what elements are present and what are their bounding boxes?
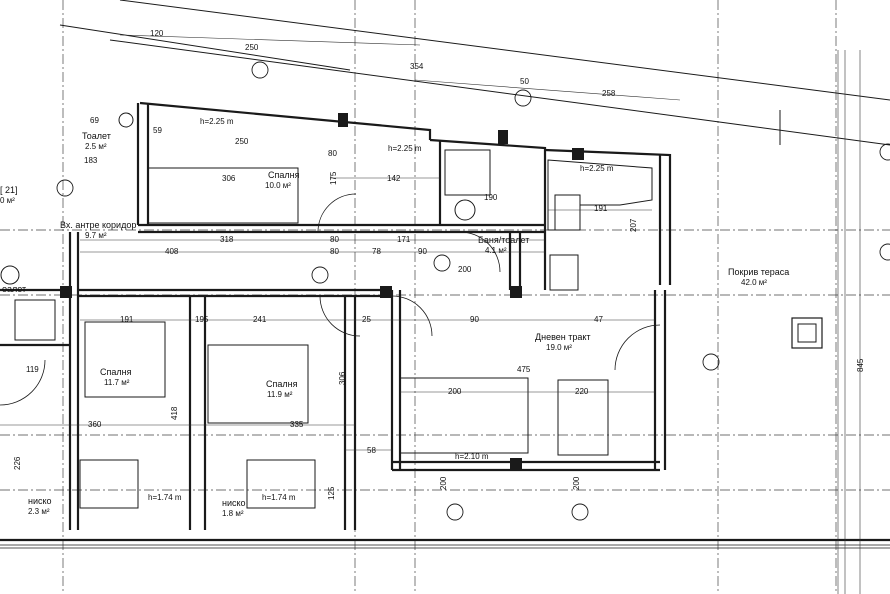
bed-3 bbox=[207, 344, 309, 424]
dimension-label: 80 bbox=[328, 149, 337, 158]
dimension-label: 335 bbox=[290, 420, 304, 429]
dimension-label: 200 bbox=[458, 265, 472, 274]
door-swings bbox=[0, 193, 661, 406]
room-name-low1: ниско bbox=[28, 496, 52, 506]
room-name-hall: Вх. антре коридор bbox=[60, 220, 137, 230]
dimension-label: 250 bbox=[235, 137, 249, 146]
dining-table bbox=[557, 379, 609, 456]
room-name-toilet2: оалет bbox=[2, 284, 27, 294]
dimension-label: 25 bbox=[362, 315, 371, 324]
walls bbox=[0, 101, 890, 542]
height-label: h=2.25 m bbox=[200, 117, 234, 126]
room-name-living: Дневен тракт bbox=[535, 332, 591, 342]
dimension-label: 408 bbox=[165, 247, 179, 256]
height-label: h=1.74 m bbox=[148, 493, 182, 502]
room-area-bed3: 11.9 м² bbox=[267, 390, 293, 399]
dimension-label: 360 bbox=[88, 420, 102, 429]
shower-2 bbox=[14, 299, 56, 341]
dimension-label: 142 bbox=[387, 174, 401, 183]
dimension-label: 69 bbox=[90, 116, 99, 125]
dimension-label: 200 bbox=[572, 476, 581, 490]
cabinet-1 bbox=[79, 459, 139, 509]
dimension-label: 306 bbox=[338, 371, 347, 385]
room-name-bath: Баня/тоалет bbox=[478, 235, 530, 245]
toilet-bowl-3 bbox=[0, 265, 20, 285]
dimension-label: 845 bbox=[856, 358, 865, 372]
dimension-label: 191 bbox=[594, 204, 608, 213]
dimension-label: 90 bbox=[470, 315, 479, 324]
height-label: h=2.25 m bbox=[580, 164, 614, 173]
dimension-label: 183 bbox=[84, 156, 98, 165]
dimension-label: 306 bbox=[222, 174, 236, 183]
room-name-bed1: Спалня bbox=[268, 170, 300, 180]
dimension-label: 175 bbox=[329, 171, 338, 185]
dimension-label: 258 bbox=[602, 89, 616, 98]
dimension-label: 250 bbox=[245, 43, 259, 52]
height-label: h=2.10 m bbox=[455, 452, 489, 461]
room-area-hall: 9.7 м² bbox=[85, 231, 107, 240]
room-name-toilet1: Тоалет bbox=[82, 131, 111, 141]
columns bbox=[60, 113, 584, 470]
dimension-label: 195 bbox=[195, 315, 209, 324]
dimension-label: 78 bbox=[372, 247, 381, 256]
room-name-edge: [ 21] bbox=[0, 185, 18, 195]
dimension-label: 220 bbox=[575, 387, 589, 396]
dimension-label: 418 bbox=[170, 406, 179, 420]
dimension-label: 207 bbox=[629, 218, 638, 232]
dimension-label: 318 bbox=[220, 235, 234, 244]
kitchen-counter bbox=[547, 159, 653, 231]
cabinet-2 bbox=[246, 459, 316, 509]
room-area-low1: 2.3 м² bbox=[28, 507, 50, 516]
dimension-label: 200 bbox=[439, 476, 448, 490]
dimension-label: 190 bbox=[484, 193, 498, 202]
dimension-lines bbox=[0, 34, 861, 594]
section-markers bbox=[56, 61, 890, 521]
dimension-label: 119 bbox=[26, 365, 39, 374]
room-area-low2: 1.8 м² bbox=[222, 509, 244, 518]
room-area-bed2: 11.7 м² bbox=[104, 378, 130, 387]
height-label: h=1.74 m bbox=[262, 493, 296, 502]
parapet-hatch bbox=[0, 544, 890, 549]
dimension-label: 58 bbox=[367, 446, 376, 455]
room-area-terrace: 42.0 м² bbox=[741, 278, 767, 287]
room-name-bed2: Спалня bbox=[100, 367, 132, 377]
dimension-label: 90 bbox=[418, 247, 427, 256]
room-area-toilet1: 2.5 м² bbox=[85, 142, 107, 151]
chimney bbox=[791, 317, 823, 349]
dimension-label: 226 bbox=[13, 456, 22, 470]
dimension-label: 59 bbox=[153, 126, 162, 135]
room-name-bed3: Спалня bbox=[266, 379, 298, 389]
furniture bbox=[0, 112, 609, 509]
room-name-terrace: Покрив тераса bbox=[728, 267, 790, 277]
dimension-label: 50 bbox=[520, 77, 529, 86]
room-area-edge: 0 м² bbox=[0, 196, 15, 205]
shower bbox=[444, 149, 491, 196]
roof-outline bbox=[59, 0, 890, 146]
room-area-living: 19.0 м² bbox=[546, 343, 572, 352]
dimension-label: 171 bbox=[397, 235, 411, 244]
washing-machine bbox=[554, 194, 581, 231]
room-area-bath: 4.1 м² bbox=[485, 246, 507, 255]
room-area-bed1: 10.0 м² bbox=[265, 181, 291, 190]
dimension-label: 47 bbox=[594, 315, 603, 324]
dimension-label: 200 bbox=[448, 387, 462, 396]
dimension-label: 475 bbox=[517, 365, 531, 374]
dimension-label: 80 bbox=[330, 235, 339, 244]
bed-2 bbox=[84, 321, 166, 398]
terrace-edge bbox=[837, 50, 846, 594]
bed-1 bbox=[147, 167, 299, 224]
dimension-label: 191 bbox=[120, 315, 134, 324]
dimension-label: 80 bbox=[330, 247, 339, 256]
height-label: h=2.25 m bbox=[388, 144, 422, 153]
stove bbox=[549, 254, 579, 291]
toilet-bowl bbox=[454, 199, 476, 221]
dimension-label: 120 bbox=[150, 29, 164, 38]
room-name-low2: ниско bbox=[222, 498, 246, 508]
dimension-label: 354 bbox=[410, 62, 424, 71]
toilet-bowl-2 bbox=[118, 112, 134, 128]
dimension-label: 125 bbox=[327, 486, 336, 500]
dimension-label: 241 bbox=[253, 315, 267, 324]
sofa bbox=[399, 377, 529, 454]
